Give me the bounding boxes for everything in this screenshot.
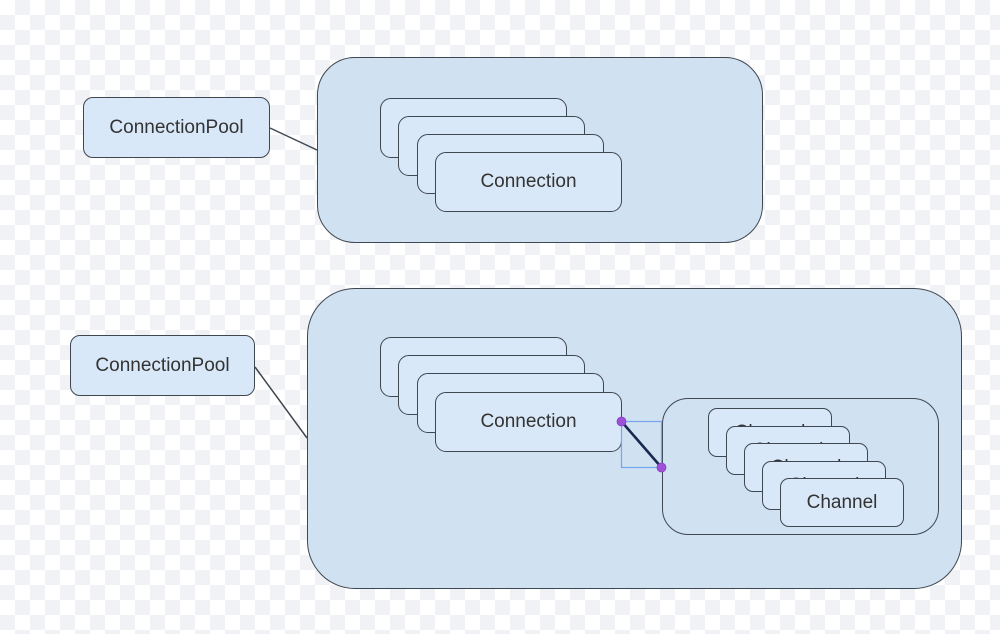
connection-box-label: Connection: [480, 411, 577, 433]
connection-pool-node-bottom[interactable]: ConnectionPool: [70, 335, 255, 396]
connection-box-front[interactable]: Connection: [435, 152, 622, 212]
connection-pool-label: ConnectionPool: [109, 116, 244, 138]
connection-pool-label: ConnectionPool: [95, 354, 230, 376]
edge-pool-to-container-top[interactable]: [269, 127, 318, 151]
connection-pool-node-top[interactable]: ConnectionPool: [83, 97, 270, 158]
edge-pool-to-container-bottom[interactable]: [254, 366, 308, 439]
connection-box-label: Connection: [480, 171, 577, 193]
channel-box-front[interactable]: Channel: [780, 478, 904, 527]
channel-box-label: Channel: [806, 491, 878, 513]
connection-box-front[interactable]: Connection: [435, 392, 622, 452]
